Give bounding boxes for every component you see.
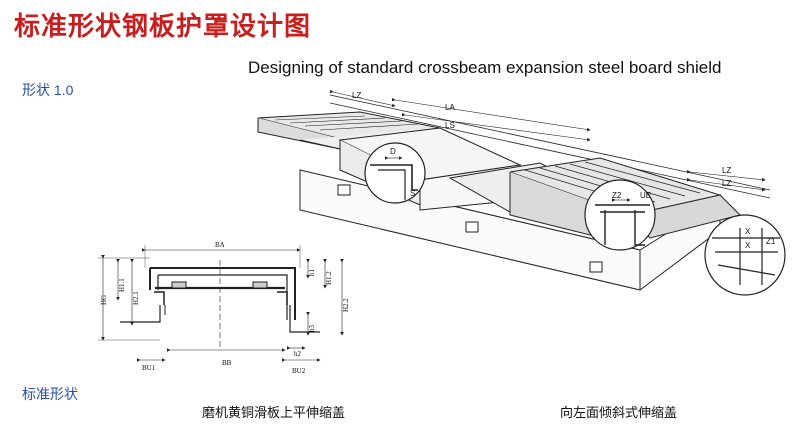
dim-label-bb: BB <box>222 359 232 367</box>
dim-label-lz-left: LZ <box>352 91 361 100</box>
english-subtitle: Designing of standard crossbeam expansio… <box>248 58 722 77</box>
page-title: 标准形状钢板护罩设计图 <box>14 12 312 42</box>
dim-label-la: LA <box>445 103 455 112</box>
caption-right: 向左面倾斜式伸缩盖 <box>560 406 678 421</box>
dim-label-h1-small: h1 <box>308 269 316 277</box>
section-label-shape: 形状 1.0 <box>22 82 74 98</box>
section-label-standard: 标准形状 <box>22 386 78 402</box>
dim-label-x1: X <box>745 227 751 236</box>
dim-label-d: D <box>390 147 396 156</box>
dim-label-h2-1: H2.1 <box>132 291 140 305</box>
dim-label-h2-2: H2.2 <box>342 298 350 312</box>
dim-label-h2-small: h2 <box>294 350 302 358</box>
cross-section-drawing <box>98 245 344 362</box>
dim-label-ue: UE <box>640 191 651 200</box>
caption-left: 磨机黄铜滑板上平伸缩盖 <box>202 406 346 421</box>
dim-label-h1-2: H1.2 <box>325 271 333 285</box>
dim-label-x2: X <box>745 241 751 250</box>
dim-label-bu1: BU1 <box>142 364 156 372</box>
dim-label-h1-1: H1.1 <box>118 278 126 292</box>
dim-label-ba: BA <box>215 241 225 249</box>
dim-label-lz-right-2: LZ <box>722 179 731 188</box>
dim-label-z1: Z1 <box>766 237 776 246</box>
dim-label-h3: h3 <box>308 325 316 333</box>
dim-label-s: S <box>410 189 415 198</box>
dim-label-lz-right-1: LZ <box>722 166 731 175</box>
dim-label-ls: LS <box>445 121 455 130</box>
dim-label-hg: HG <box>100 295 108 305</box>
dim-label-bu2: BU2 <box>292 367 306 375</box>
isometric-shield-drawing <box>257 89 786 296</box>
dim-label-z2: Z2 <box>612 191 622 200</box>
